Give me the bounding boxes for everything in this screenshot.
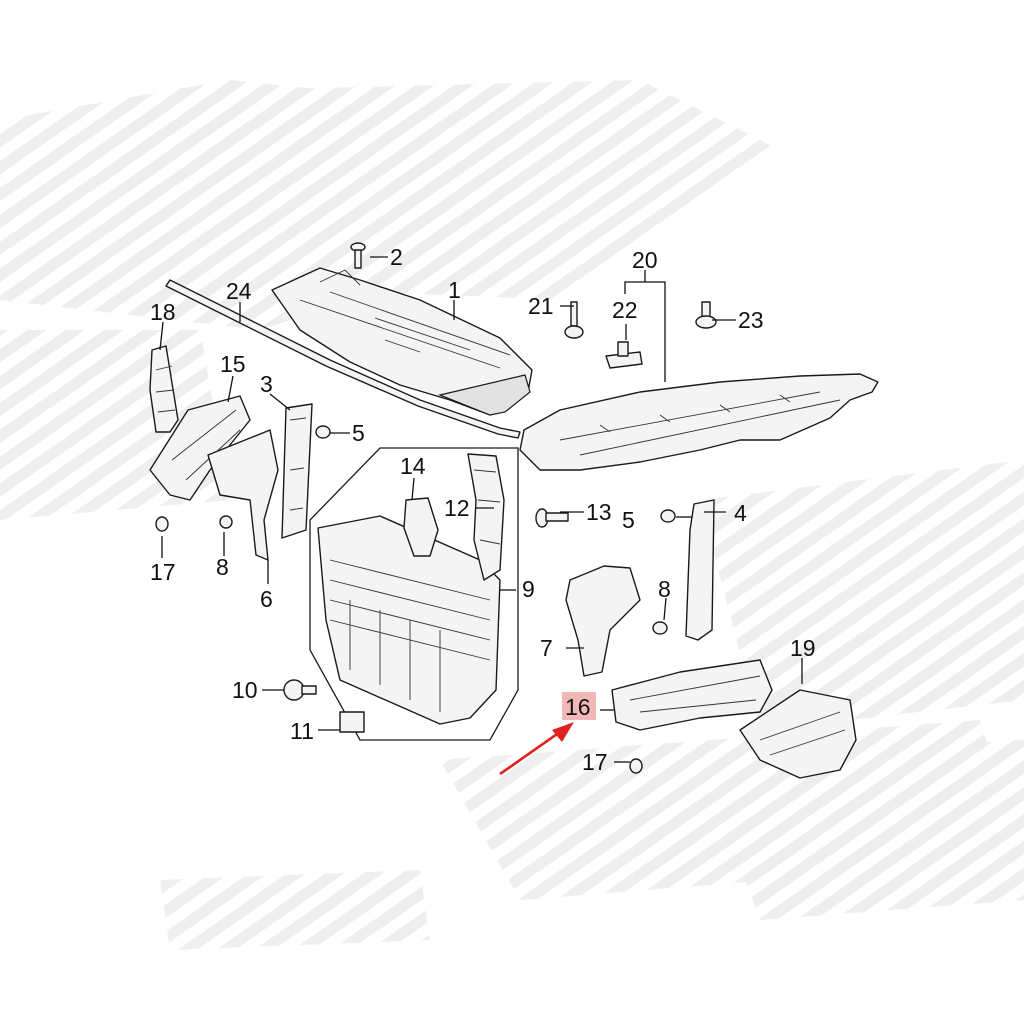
part-1-radiator-cover	[271, 267, 533, 416]
watermark	[0, 80, 1024, 950]
callout-23: 23	[738, 307, 764, 333]
part-22-nut	[605, 341, 643, 369]
callout-13: 13	[586, 499, 612, 525]
callout-9: 9	[522, 576, 535, 602]
part-17-clip	[155, 516, 643, 774]
part-20-lower-shield	[519, 373, 879, 471]
part-15-air-duct	[149, 395, 251, 501]
leader-lines	[159, 256, 803, 763]
highlight-box-16	[562, 692, 596, 720]
pointer-arrow	[499, 722, 574, 776]
callout-19: 19	[790, 635, 816, 661]
callout-16: 16	[565, 694, 591, 720]
callout-17a: 17	[150, 559, 176, 585]
part-13-bolt	[535, 508, 569, 528]
callout-8a: 8	[216, 554, 229, 580]
part-12-bracket	[467, 453, 505, 581]
callout-17b: 17	[582, 749, 608, 775]
callout-22: 22	[612, 297, 638, 323]
callout-5b: 5	[622, 507, 635, 533]
callout-1: 1	[448, 277, 461, 303]
callout-15: 15	[220, 351, 246, 377]
part-23-clip	[695, 301, 717, 329]
part-11-nut	[339, 711, 365, 733]
part-21-bolt	[564, 301, 584, 339]
part-7-air-duct	[565, 565, 641, 677]
callout-12: 12	[444, 495, 470, 521]
part-10-bolt	[283, 679, 317, 701]
callout-10: 10	[232, 677, 258, 703]
callout-20: 20	[632, 247, 658, 273]
callout-8b: 8	[658, 576, 671, 602]
callout-2: 2	[390, 244, 403, 270]
callout-21: 21	[528, 293, 554, 319]
part-2-clip	[350, 242, 366, 269]
part-8-clip	[219, 515, 668, 635]
callout-6: 6	[260, 586, 273, 612]
part-5-clip	[315, 425, 676, 523]
part-3-side-bracket	[281, 403, 313, 539]
callout-18: 18	[150, 299, 176, 325]
callout-7: 7	[540, 635, 553, 661]
callout-11: 11	[290, 718, 314, 744]
part-19-deflector	[739, 689, 857, 779]
part-14-sensor	[403, 497, 439, 557]
part-16-air-duct	[611, 659, 773, 731]
callout-4: 4	[734, 500, 747, 526]
part-18-bracket	[149, 345, 179, 433]
callout-labels: 1 2 3 4 5 5 6 7 8 8 9 10 11 12 13 14 15 …	[150, 244, 816, 775]
callout-24: 24	[226, 278, 252, 304]
callout-14: 14	[400, 453, 426, 479]
part-24-seal-strip	[165, 279, 521, 439]
callout-3: 3	[260, 371, 273, 397]
part-4-bracket	[685, 499, 715, 641]
callout-5a: 5	[352, 420, 365, 446]
